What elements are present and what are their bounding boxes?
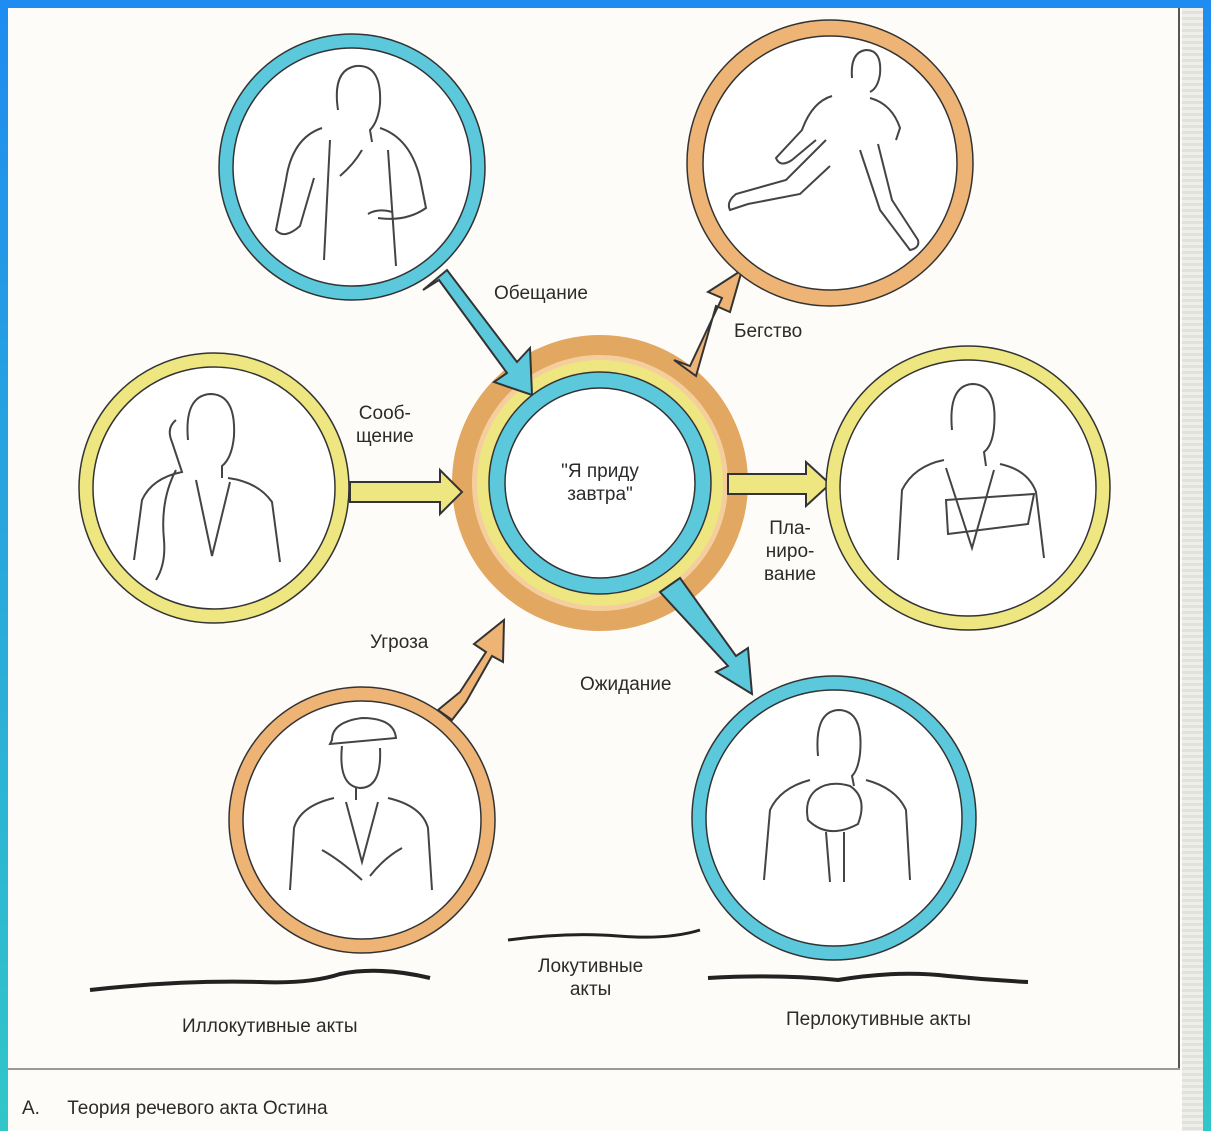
circle-flight-runner	[686, 19, 974, 307]
page-rule	[8, 1068, 1180, 1070]
margin-line	[1178, 8, 1180, 1068]
arrow-message	[349, 467, 464, 517]
center-text: "Я приду завтра"	[561, 461, 639, 505]
label-message: Сооб- щение	[356, 403, 414, 447]
label-planning: Пла- ниро- вание	[764, 518, 817, 585]
bracket-illocutionary	[89, 968, 431, 992]
circle-expectation-flowers	[691, 675, 977, 961]
label-threat: Угроза	[370, 632, 429, 653]
arrow-expectation	[658, 576, 754, 696]
bracket-perlocutionary	[707, 971, 1029, 984]
caption-letter: A.	[22, 1098, 40, 1119]
circle-message-phone	[78, 352, 350, 624]
figure-caption: A. Теория речевого акта Остина	[22, 1098, 328, 1120]
arrow-flight	[673, 267, 744, 378]
label-expectation: Ожидание	[580, 674, 672, 695]
page-edge	[1182, 8, 1203, 1131]
group-perlocutionary: Перлокутивные акты	[786, 1009, 971, 1030]
center-blue-ring	[489, 372, 711, 594]
circle-threat-officer	[228, 686, 496, 954]
group-illocutionary: Иллокутивные акты	[182, 1016, 358, 1037]
caption-text: Теория речевого акта Остина	[67, 1098, 328, 1119]
circle-promise-woman	[218, 33, 486, 301]
group-locutionary: Локутивные акты	[538, 956, 644, 1000]
circle-planning-paper	[825, 345, 1111, 631]
bracket-locutionary	[507, 928, 701, 942]
label-flight: Бегство	[734, 321, 803, 342]
arrow-planning	[727, 459, 832, 509]
arrow-threat	[436, 617, 506, 722]
center-yellow-ring	[477, 360, 723, 606]
label-promise: Обещание	[494, 283, 588, 304]
